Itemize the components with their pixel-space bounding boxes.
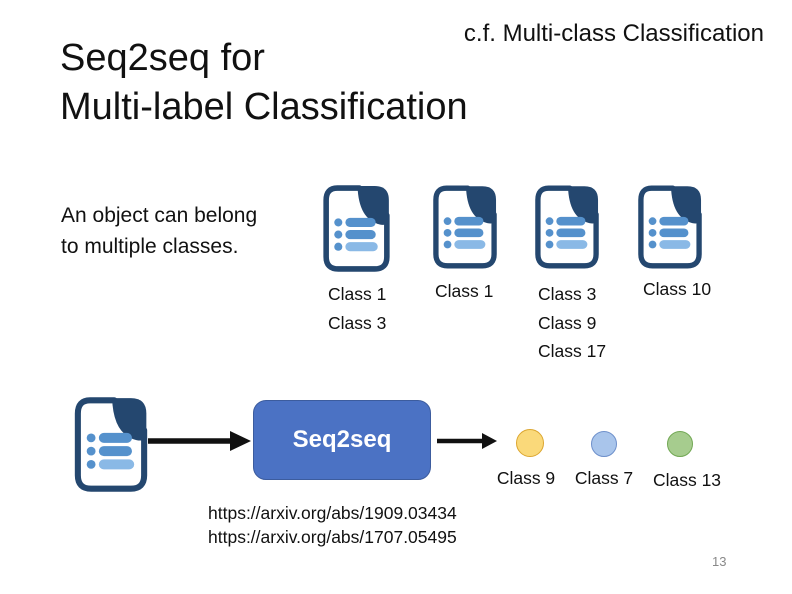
seq2seq-label: Seq2seq [292, 426, 392, 453]
class-label: Class 17 [538, 341, 607, 361]
class-circle [667, 431, 693, 457]
arxiv-link: https://arxiv.org/abs/1909.03434 [208, 503, 457, 523]
document-icon [433, 185, 497, 269]
example-label-group: Class 1 [435, 277, 493, 306]
class-label: Class 1 [435, 281, 494, 301]
page-title: Seq2seq for Multi-label Classification [60, 37, 468, 128]
class-label: Class 10 [643, 279, 712, 299]
class-label: Class 9 [538, 312, 597, 333]
page-number: 13 [712, 554, 727, 569]
arxiv-link: https://arxiv.org/abs/1707.05495 [208, 526, 457, 547]
example-label-group: Class 3 Class 9 Class 17 [538, 280, 606, 366]
document-icon [638, 185, 702, 269]
class-circle [516, 429, 544, 457]
class-label: Class 3 [538, 284, 597, 304]
document-icon [323, 185, 390, 272]
reference-links: https://arxiv.org/abs/1909.03434 https:/… [208, 502, 457, 549]
class-label: Class 13 [652, 470, 722, 490]
class-label: Class 3 [328, 312, 387, 333]
arrow-right-icon [437, 433, 497, 449]
corner-note: c.f. Multi-class Classification [463, 20, 764, 47]
intro-text: An object can belong to multiple classes… [61, 204, 258, 258]
document-icon [535, 185, 599, 269]
class-label: Class 1 [328, 284, 387, 304]
class-label: Class 9 [496, 468, 556, 488]
arrow-right-icon [148, 431, 251, 451]
class-circle [591, 431, 617, 457]
example-label-group: Class 10 [643, 275, 711, 304]
class-label: Class 7 [574, 468, 634, 488]
example-label-group: Class 1 Class 3 [328, 280, 386, 337]
seq2seq-box: Seq2seq [253, 400, 431, 480]
input-document-icon [74, 397, 148, 492]
